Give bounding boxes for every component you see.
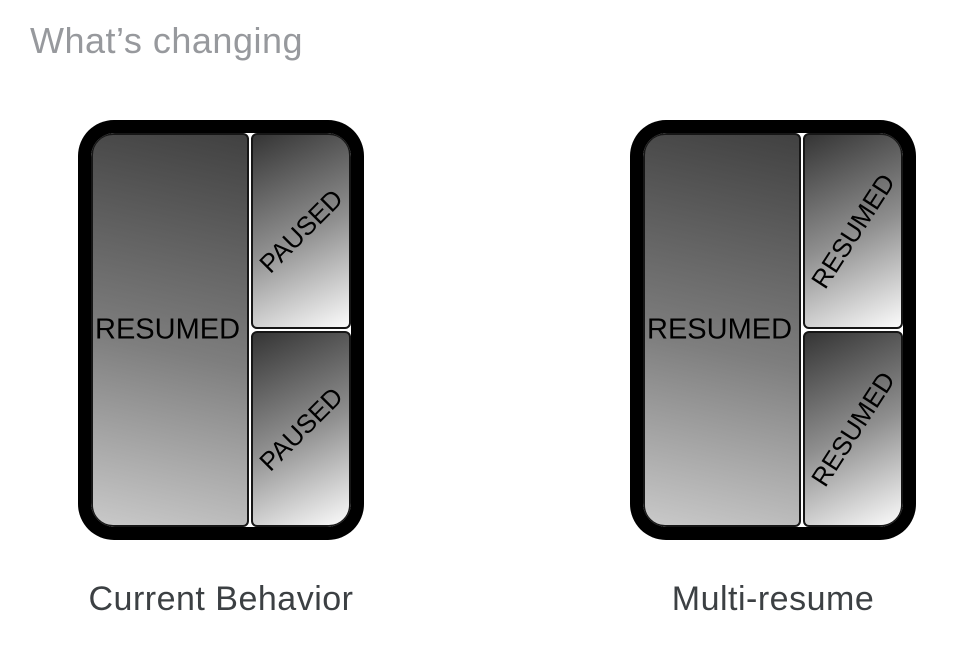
current-behavior-figure: RESUMED PAUSED PAUSED Current Behavior [78,120,364,619]
device-caption-multi-resume: Multi-resume [671,580,875,618]
main-pane-state-label: RESUMED [95,313,241,346]
bottom-pane-state-label: PAUSED [253,381,349,477]
main-pane-state-label: RESUMED [647,313,793,346]
main-activity-pane: RESUMED [643,133,801,527]
top-activity-pane: PAUSED [251,133,351,329]
multi-resume-figure: RESUMED RESUMED RESUMED Multi-resume [630,120,916,619]
bottom-pane-state-label: RESUMED [805,366,901,492]
top-pane-state-label: PAUSED [253,183,349,279]
device-screen: RESUMED PAUSED PAUSED [91,133,351,527]
top-activity-pane: RESUMED [803,133,903,329]
slide-title: What’s changing [30,20,303,61]
device-caption-current-behavior: Current Behavior [88,580,354,618]
bottom-activity-pane: RESUMED [803,331,903,527]
device-screen: RESUMED RESUMED RESUMED [643,133,903,527]
main-activity-pane: RESUMED [91,133,249,527]
device-frame-multi-resume: RESUMED RESUMED RESUMED [630,120,916,540]
device-frame-current-behavior: RESUMED PAUSED PAUSED [78,120,364,540]
bottom-activity-pane: PAUSED [251,331,351,527]
top-pane-state-label: RESUMED [805,168,901,294]
